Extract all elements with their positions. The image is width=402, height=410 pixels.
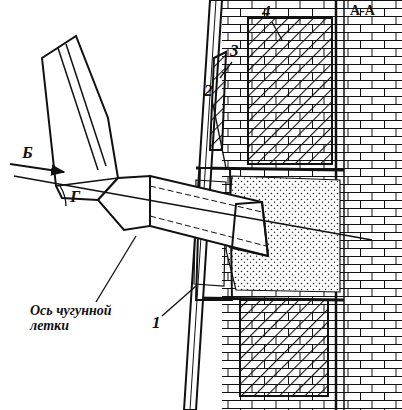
view-arrow-letter: Б (22, 144, 33, 162)
callout-number: 2 (204, 82, 213, 100)
callout-number: 1 (152, 314, 161, 332)
callout-number: 4 (262, 3, 271, 21)
callout-number: 3 (230, 42, 239, 60)
axis-note: Ось чугунной летки (30, 304, 126, 333)
angle-label: Г (70, 188, 80, 206)
section-mark: А-А (350, 4, 375, 19)
